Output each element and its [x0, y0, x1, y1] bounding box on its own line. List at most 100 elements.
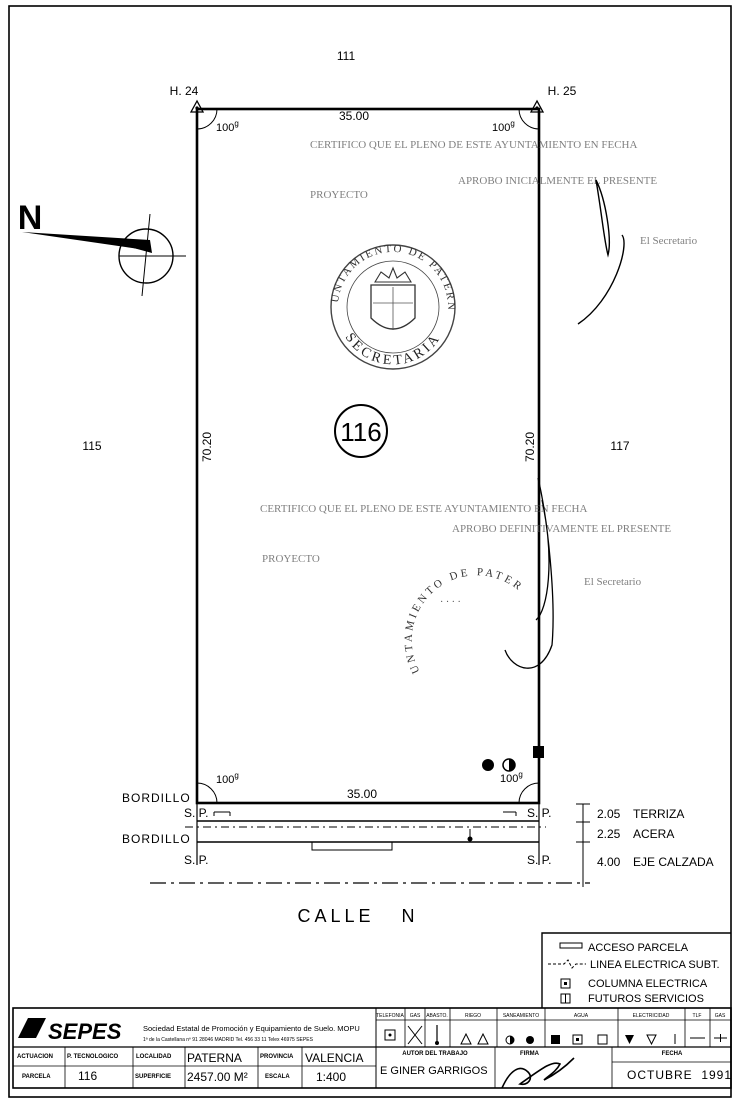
sepes-logo: SEPES — [18, 1018, 122, 1044]
angle-arc — [196, 108, 218, 130]
future-services-icon — [560, 993, 571, 1004]
company-note: 1ª de la Castellana nº 91 28046 MADRID T… — [143, 1037, 314, 1043]
escala-value: 1:400 — [316, 1070, 346, 1084]
angle-label: 100g — [492, 119, 515, 134]
service-header: AGUA — [574, 1013, 589, 1019]
svg-text:AYUNTAMIENTO DE PATERNA: AYUNTAMIENTO DE PATERNA — [0, 0, 457, 312]
curb-label: BORDILLO — [122, 791, 191, 805]
legend-label: COLUMNA ELECTRICA — [588, 978, 708, 990]
neighbor-right-label: 117 — [610, 439, 629, 453]
neighbor-left-label: 115 — [82, 439, 101, 453]
electric-column-icon — [533, 746, 544, 758]
sp-marker: S. P. — [184, 853, 208, 867]
coat-of-arms-icon — [370, 266, 416, 330]
legend-label: ACCESO PARCELA — [588, 942, 689, 954]
localidad-value: PATERNA — [187, 1051, 242, 1065]
street-name: CALLE N — [297, 906, 418, 926]
parcela-value: 116 — [78, 1069, 97, 1083]
plot-number: 116 — [340, 417, 381, 447]
header-parcela: PARCELA — [22, 1074, 51, 1080]
legend-label: FUTUROS SERVICIOS — [588, 993, 704, 1005]
service-header: ABASTO. — [426, 1013, 448, 1019]
section-value: 4.00 — [597, 855, 621, 869]
sp-marker: S. P. — [184, 806, 208, 820]
service-header: TLF — [693, 1013, 702, 1019]
width-dimension-bottom: 35.00 — [347, 787, 377, 801]
width-dimension-top: 35.00 — [339, 109, 369, 123]
underground-line-icon — [548, 959, 586, 969]
certification-stamp-definitive: CERTIFICO QUE EL PLENO DE ESTE AYUNTAMIE… — [260, 503, 671, 588]
stamp-text: APROBO DEFINITIVAMENTE EL PRESENTE — [452, 523, 671, 535]
sp-marker: S. P. — [527, 853, 551, 867]
autor-value: E GINER GARRIGOS — [380, 1065, 488, 1077]
sheet-frame — [8, 5, 732, 1098]
corner-marker-icon — [529, 99, 545, 113]
half-filled-service-icon — [502, 758, 516, 772]
north-arrow: N — [18, 199, 186, 297]
stamp-text: CERTIFICO QUE EL PLENO DE ESTE AYUNTAMIE… — [310, 139, 637, 151]
service-header: RIEGO — [465, 1013, 481, 1019]
section-value: 2.05 — [597, 807, 621, 821]
header-tecnologico: P. TECNOLOGICO — [67, 1054, 119, 1060]
author-signature — [501, 1057, 575, 1089]
provincia-value: VALENCIA — [305, 1051, 363, 1065]
angle-arc — [196, 782, 218, 804]
header-autor: AUTOR DEL TRABAJO — [402, 1051, 468, 1057]
service-header: ELECTRICIDAD — [633, 1013, 670, 1019]
compass-icon — [22, 213, 186, 297]
header-superficie: SUPERFICIE — [135, 1074, 171, 1080]
signature-mark-1 — [577, 179, 625, 325]
angle-arc — [518, 108, 540, 130]
corner-label-h25: H. 25 — [548, 84, 577, 98]
company-logo-text: SEPES — [48, 1019, 122, 1044]
angle-arc — [518, 782, 540, 804]
title-block: SEPES Sociedad Estatal de Promoción y Eq… — [12, 1007, 732, 1089]
stamp-text: CERTIFICO QUE EL PLENO DE ESTE AYUNTAMIE… — [260, 503, 587, 515]
neighbor-top-label: 111 — [337, 49, 356, 63]
signature-mark-2 — [504, 477, 554, 669]
section-label: ACERA — [633, 827, 674, 841]
stamp-text: El Secretario — [640, 235, 698, 247]
north-label: N — [18, 199, 43, 237]
superficie-value: 2457.00 M² — [187, 1070, 248, 1084]
header-localidad: LOCALIDAD — [136, 1054, 172, 1060]
svg-text:SECRETARIA: SECRETARIA — [342, 330, 444, 368]
plot-number-circle — [334, 404, 388, 458]
section-value: 2.25 — [597, 827, 621, 841]
angle-label: 100g — [500, 770, 523, 785]
stamp-text: APROBO INICIALMENTE EL PRESENTE — [458, 175, 657, 187]
service-header: TELEFONIA — [376, 1013, 404, 1019]
fecha-value: OCTUBRE 1991 — [627, 1068, 732, 1082]
legend-label: LINEA ELECTRICA SUBT. — [590, 959, 720, 971]
service-point-icon — [482, 759, 494, 771]
plot-boundary — [195, 107, 541, 805]
stamp-text: El Secretario — [584, 576, 642, 588]
certification-stamp-initial: CERTIFICO QUE EL PLENO DE ESTE AYUNTAMIE… — [310, 139, 698, 247]
header-fecha: FECHA — [662, 1051, 683, 1057]
svg-text:· · · ·: · · · · — [440, 597, 461, 608]
corner-label-h24: H. 24 — [170, 84, 199, 98]
access-parcel-icon — [311, 841, 393, 851]
section-label: EJE CALZADA — [633, 855, 714, 869]
service-header: SANEAMIENTO — [503, 1013, 539, 1019]
electric-column-legend-icon — [560, 978, 571, 989]
header-actuacion: ACTUACION — [17, 1054, 53, 1060]
stamp-text: PROYECTO — [262, 553, 320, 565]
depth-dimension-right: 70.20 — [523, 432, 537, 462]
service-symbols — [384, 1025, 727, 1046]
header-escala: ESCALA — [265, 1074, 290, 1080]
header-provincia: PROVINCIA — [260, 1054, 294, 1060]
access-symbol-icon — [559, 942, 583, 949]
legend: ACCESO PARCELA LINEA ELECTRICA SUBT. COL… — [541, 932, 731, 1008]
service-header: GAS — [715, 1013, 726, 1019]
sp-marker: S. P. — [527, 806, 551, 820]
company-full-name: Sociedad Estatal de Promoción y Equipami… — [143, 1024, 360, 1033]
angle-label: 100g — [216, 119, 239, 134]
street-section: BORDILLO BORDILLO S. P. S. P. S. P. S. P… — [122, 791, 714, 887]
stamp-text: PROYECTO — [310, 189, 368, 201]
angle-label: 100g — [216, 771, 239, 786]
header-firma: FIRMA — [520, 1051, 540, 1057]
depth-dimension-left: 70.20 — [200, 432, 214, 462]
curb-label: BORDILLO — [122, 832, 191, 846]
